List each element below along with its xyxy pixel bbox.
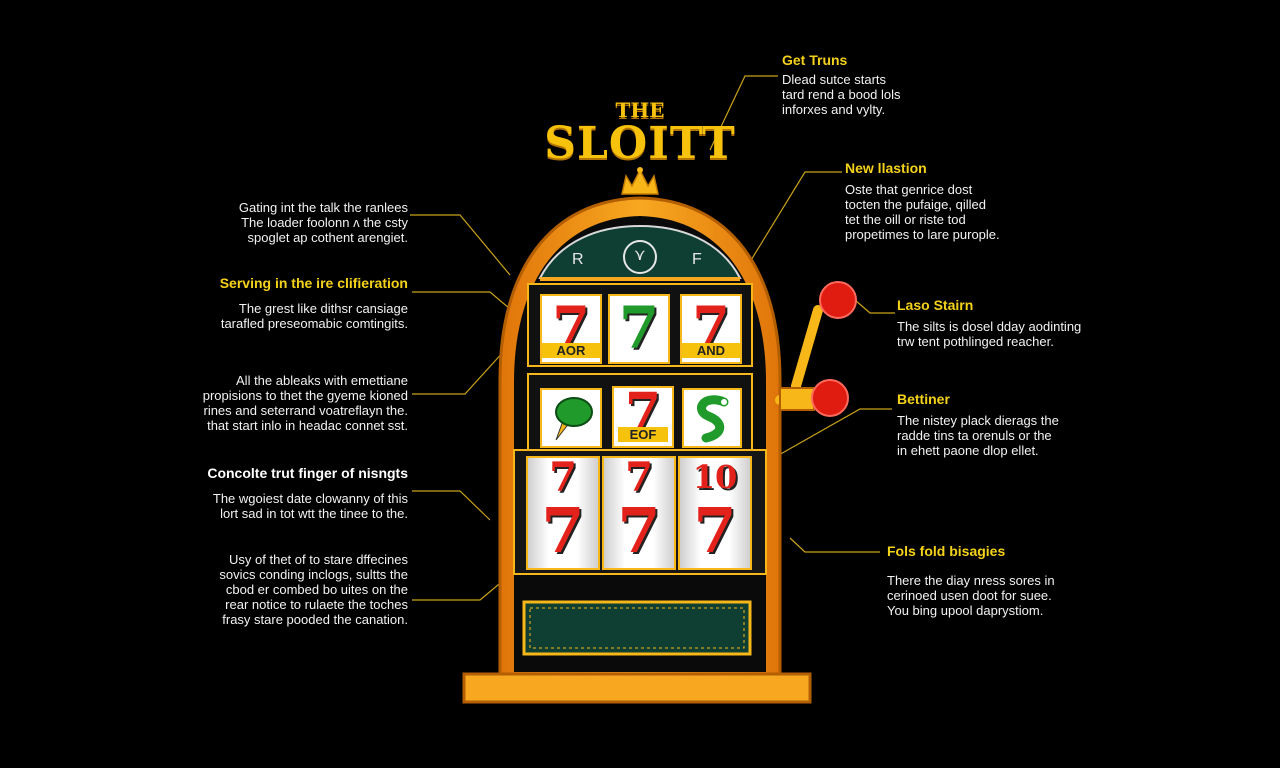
balloon-icon [555,397,593,441]
left-callout-5: Usy of thet of to stare dffecines sovics… [150,552,408,627]
cabinet-base [462,672,812,704]
bottom-panel [522,600,752,656]
dial-label-left: R [572,251,584,268]
callout-body: Dlead sutce starts tard rend a bood lols… [782,72,901,117]
callout-title: Serving in the ire clifieration [219,275,408,291]
right-callout-4: Bettiner The nistey plack dierags the ra… [897,391,1137,458]
callout-body: Gating int the talk the ranlees The load… [238,200,408,245]
snake-icon [697,395,729,443]
callout-body: Oste that genrice dost tocten the pufaig… [845,182,1000,242]
callout-body: There the diay nress sores in cerinoed u… [887,573,1055,618]
reel-tag: AND [682,343,740,358]
right-callout-5: Fols fold bisagies There the diay nress … [887,543,1127,618]
crown-icon [621,167,659,195]
callout-title: Get Truns [782,52,848,68]
left-callout-2: Serving in the ire clifieration The gres… [150,275,408,331]
connector-line [412,490,491,521]
callout-title: Laso Stairn [897,297,974,313]
reel-tile: 7 AOR [540,294,602,364]
left-callout-3: All the ableaks with emettiane propision… [140,373,408,433]
reel-tag: EOF [618,427,668,442]
big-reel: 7 7 [602,454,676,570]
lever-knob-top[interactable] [819,281,857,319]
big-reel: 7 7 [526,454,600,570]
connector-line [709,75,778,151]
title-big: SLOITT [544,118,736,169]
right-callout-2: New llastion Oste that genrice dost toct… [845,160,1065,242]
dial-gauge [623,240,657,274]
callout-body: The silts is dosel dday aodinting trw te… [897,319,1082,349]
left-callout-1: Gating int the talk the ranlees The load… [150,200,408,245]
number-symbol: 10 [692,458,738,496]
reel-tile: 7 [608,294,670,364]
callout-title: Concolte trut finger of nisngts [207,465,408,481]
right-callout-1: Get Truns Dlead sutce starts tard rend a… [782,52,982,117]
right-callout-3: Laso Stairn The silts is dosel dday aodi… [897,297,1137,349]
big-reel: 10 7 [678,456,752,570]
dial-panel [538,224,742,279]
reel-tag: AOR [542,343,600,358]
reel-tile: 7 AND [680,294,742,364]
dial-label-right: F [692,251,702,268]
lever-arm[interactable] [775,305,823,405]
connector-line [410,214,511,276]
lever-knob-bottom[interactable] [811,379,849,417]
seven-symbol: 7 [549,454,577,501]
title-small: THE [615,98,665,122]
connector-line [769,408,892,461]
dial-label-center: ⋎ [634,247,646,264]
reel-tile [682,388,742,448]
left-callout-4: Concolte trut finger of nisngts The wgoi… [150,465,408,521]
seven-symbol: 7 [693,494,737,567]
seven-symbol: 7 [541,494,585,567]
callout-title: Bettiner [897,391,950,407]
connector-line [744,171,842,271]
connector-line [854,299,895,314]
callout-body: The grest like dithsr cansiage tarafled … [220,301,408,331]
seven-symbol: 7 [617,494,661,567]
callout-body: Usy of thet of to stare dffecines sovics… [219,552,408,627]
callout-body: The nistey plack dierags the radde tins … [897,413,1059,458]
callout-title: Fols fold bisagies [887,543,1006,559]
callout-title: New llastion [845,160,927,176]
seven-symbol: 7 [618,294,660,362]
seven-symbol: 7 [625,454,653,501]
connector-line [412,349,506,395]
callout-body: The wgoiest date clowanny of this lort s… [212,491,408,521]
callout-body: All the ableaks with emettiane propision… [202,373,408,433]
reel-tile: 7 EOF [612,382,674,448]
reel-tile [540,388,602,448]
connector-line [789,537,880,553]
